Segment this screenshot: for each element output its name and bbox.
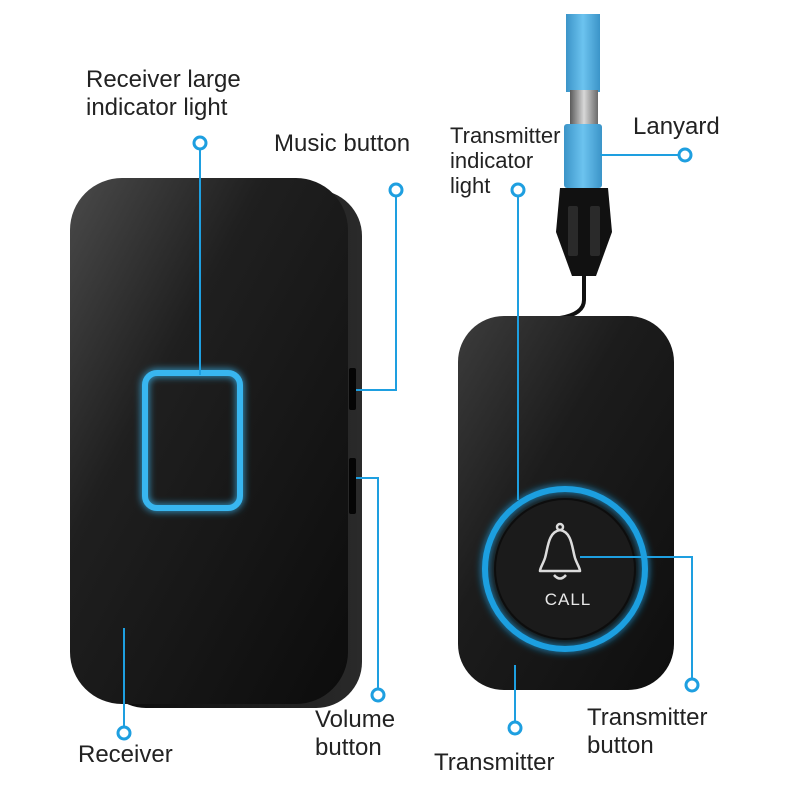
- lanyard-strap-top: [566, 14, 600, 92]
- callout-volume-button: [356, 477, 379, 695]
- transmitter-unit: CALL: [458, 316, 674, 690]
- music-button-shape: [349, 368, 356, 410]
- dot-music-button: [388, 182, 404, 198]
- callout-dots: [116, 135, 700, 741]
- dot-volume-button: [370, 687, 386, 703]
- label-lanyard: Lanyard: [633, 113, 720, 140]
- lanyard-cord: [559, 276, 586, 320]
- volume-button-shape: [349, 458, 356, 514]
- transmitter-indicator-ring: [482, 486, 648, 652]
- callout-transmitter-button: [580, 556, 693, 685]
- label-transmitter: Transmitter: [434, 749, 555, 776]
- transmitter-call-button: [494, 498, 636, 640]
- dot-receiver-light: [192, 135, 208, 151]
- label-volume-button: Volume button: [315, 706, 396, 761]
- bell-icon: [538, 522, 582, 580]
- lanyard-buckle: [556, 188, 612, 276]
- dot-receiver: [116, 725, 132, 741]
- callout-lines: [123, 150, 693, 733]
- label-receiver: Receiver: [78, 741, 173, 768]
- dot-transmitter-button: [684, 677, 700, 693]
- receiver-unit: [70, 178, 362, 708]
- label-receiver-indicator-light: Receiver large indicator light: [86, 66, 241, 121]
- call-label: CALL: [545, 590, 592, 609]
- lanyard-strap-lower: [564, 124, 602, 188]
- receiver-body: [70, 178, 348, 704]
- label-music-button: Music button: [274, 130, 411, 157]
- dot-transmitter-light: [510, 182, 526, 198]
- label-transmitter-button: Transmitter button: [587, 704, 708, 759]
- dot-transmitter: [507, 720, 523, 736]
- label-transmitter-indicator-light: Transmitter indicator light: [450, 123, 561, 198]
- dot-lanyard: [677, 147, 693, 163]
- lanyard-metal-clip: [570, 90, 598, 126]
- lanyard-unit: [556, 14, 612, 320]
- receiver-indicator-light: [142, 370, 243, 511]
- callout-music-button: [356, 190, 397, 391]
